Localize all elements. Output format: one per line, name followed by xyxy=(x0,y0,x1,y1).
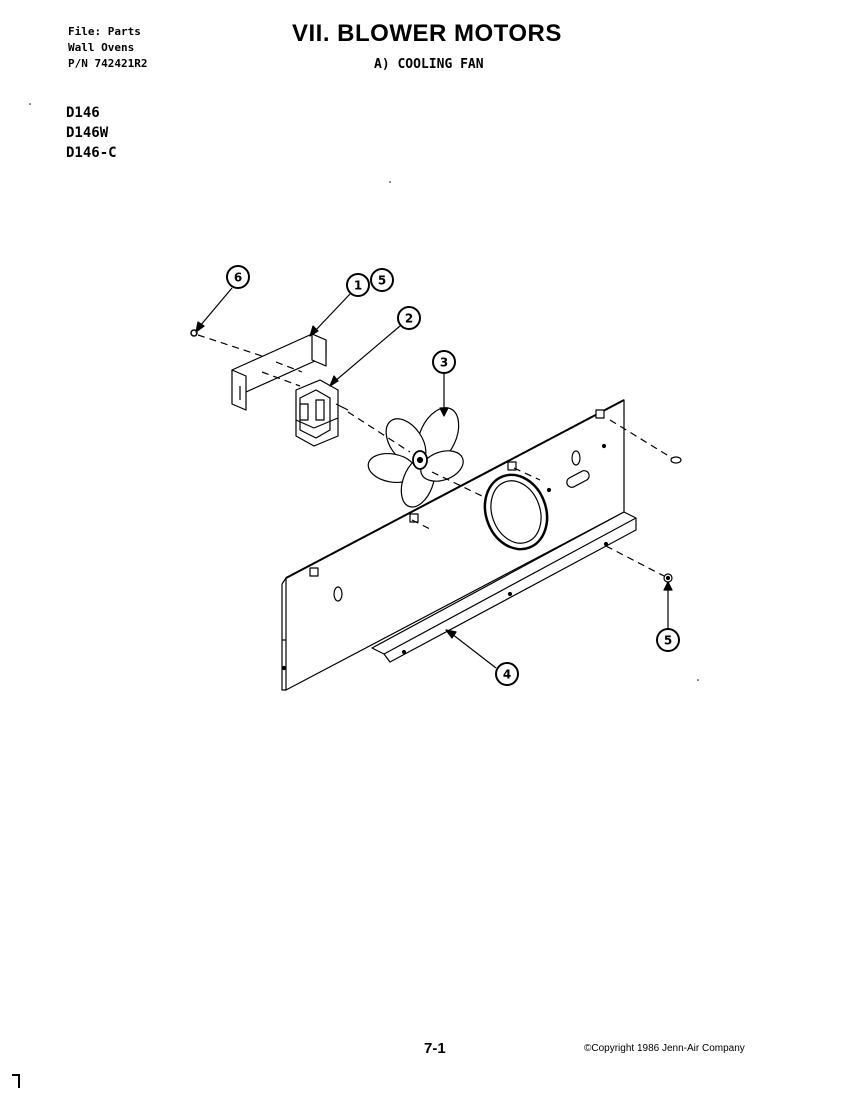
callout-3: 3 xyxy=(432,350,456,374)
callout-1-label: 1 xyxy=(354,279,362,293)
page-subtitle: A) COOLING FAN xyxy=(374,57,484,72)
callout-3-label: 3 xyxy=(440,356,448,370)
callout-5-upper: 5 xyxy=(370,268,394,292)
callout-4-label: 4 xyxy=(503,668,511,682)
model-list: D146 D146W D146-C xyxy=(66,103,117,163)
callout-5-lower-label: 5 xyxy=(664,634,672,648)
fan-blade xyxy=(367,407,464,508)
panel-assembly xyxy=(281,399,637,691)
file-header: File: Parts Wall Ovens P/N 742421R2 xyxy=(68,24,147,72)
page-number: 7-1 xyxy=(424,1040,446,1057)
screw-right-lower xyxy=(663,573,673,583)
callout-2: 2 xyxy=(397,306,421,330)
crop-mark xyxy=(12,1074,20,1088)
leader-lines xyxy=(195,287,673,669)
callout-2-label: 2 xyxy=(405,312,413,326)
callout-5-upper-label: 5 xyxy=(378,274,386,288)
callout-1: 1 xyxy=(346,273,370,297)
model-item: D146 xyxy=(66,105,100,121)
category-label: Wall Ovens xyxy=(68,41,135,54)
copyright-notice: ©Copyright 1986 Jenn-Air Company xyxy=(584,1043,745,1054)
callout-4: 4 xyxy=(495,662,519,686)
model-item: D146W xyxy=(66,125,109,141)
part-number-label: P/N 742421R2 xyxy=(68,57,148,70)
model-item: D146-C xyxy=(66,145,117,161)
file-label: File: Parts xyxy=(68,25,141,38)
assembly-lines xyxy=(197,334,673,577)
fan-motor xyxy=(295,379,349,447)
screw-right-upper xyxy=(670,456,682,464)
callout-6: 6 xyxy=(226,265,250,289)
callout-5-lower: 5 xyxy=(656,628,680,652)
callout-6-label: 6 xyxy=(234,271,242,285)
page-title: VII. BLOWER MOTORS xyxy=(292,20,562,47)
